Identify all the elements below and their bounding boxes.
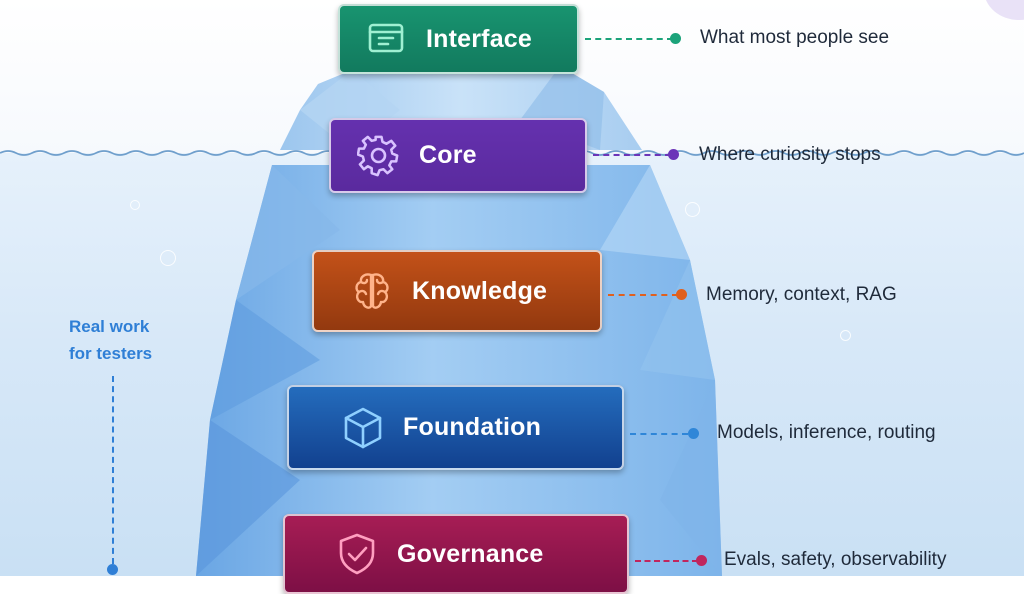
layer-foundation: Foundation <box>287 385 624 470</box>
note-core: Where curiosity stops <box>699 144 881 165</box>
connector-dot <box>668 149 679 160</box>
gear-icon <box>357 135 399 176</box>
connector-line <box>585 38 673 40</box>
shield-check-icon <box>339 533 375 575</box>
note-foundation: Models, inference, routing <box>717 422 936 443</box>
note-governance: Evals, safety, observability <box>724 549 947 570</box>
side-label-line: Real work <box>69 317 150 336</box>
connector-line <box>593 154 671 156</box>
layer-governance: Governance <box>283 514 629 594</box>
side-label-line: for testers <box>69 344 153 363</box>
layer-label: Knowledge <box>412 276 548 305</box>
layer-knowledge: Knowledge <box>312 250 602 332</box>
side-connector-line <box>112 376 114 564</box>
connector-dot <box>688 428 699 439</box>
bubble <box>160 250 176 266</box>
connector-dot <box>696 555 707 566</box>
connector-line <box>608 294 678 296</box>
layer-label: Interface <box>426 24 533 53</box>
layer-core: Core <box>329 118 587 193</box>
note-interface: What most people see <box>700 27 890 48</box>
cube-icon <box>344 407 382 448</box>
bubble <box>130 200 140 210</box>
bubble <box>685 202 700 217</box>
note-knowledge: Memory, context, RAG <box>706 284 897 305</box>
connector-dot <box>676 289 687 300</box>
side-connector-dot <box>107 564 118 575</box>
monitor-icon <box>368 23 404 53</box>
connector-dot <box>670 33 681 44</box>
connector-line <box>630 433 688 435</box>
bubble <box>840 330 851 341</box>
connector-line <box>635 560 698 562</box>
layer-label: Foundation <box>403 413 542 441</box>
layer-interface: Interface <box>338 4 579 74</box>
brain-icon <box>355 273 389 309</box>
layer-label: Core <box>419 141 477 169</box>
layer-label: Governance <box>397 539 544 568</box>
side-label: Real work for testers <box>69 313 152 367</box>
